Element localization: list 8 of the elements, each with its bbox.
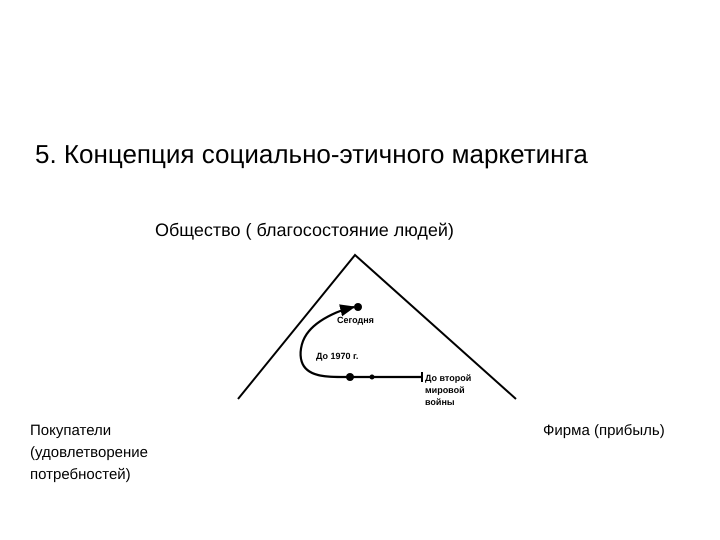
point-label: До второй мировой войны bbox=[425, 372, 472, 408]
arrow bbox=[300, 304, 356, 378]
vertex-label: Покупатели (удовлетворение потребностей) bbox=[30, 421, 150, 485]
point-label: Сегодня bbox=[337, 314, 375, 326]
title: 5. Концепция социально-этичного маркетинга bbox=[35, 138, 589, 171]
point-label: До 1970 г. bbox=[316, 350, 360, 362]
vertex-label: Общество ( благосостояние людей) bbox=[155, 220, 455, 241]
vertex-label: Фирма (прибыль) bbox=[543, 421, 666, 441]
